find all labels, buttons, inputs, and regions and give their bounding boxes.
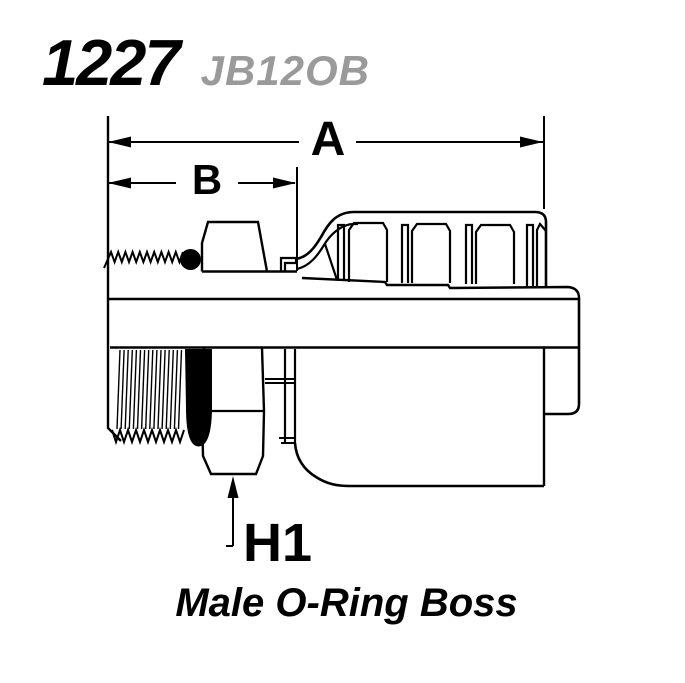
washer-strips <box>265 349 297 444</box>
thread-flank-line <box>173 349 179 430</box>
thread-flank-line <box>120 349 125 430</box>
thread-flank-line <box>165 349 170 430</box>
rib-collar-2 <box>400 223 410 283</box>
thread-flank-line <box>145 349 150 430</box>
thread-flank-line <box>116 349 121 430</box>
rib-face-2 <box>410 222 452 283</box>
nut-bottom-profile <box>200 347 266 476</box>
fitting-body-band <box>108 297 581 486</box>
thread-flank-line <box>153 349 158 430</box>
thread-flank-line <box>149 349 154 430</box>
part-number: 1227 <box>42 26 181 99</box>
arrowhead-right-icon <box>273 177 296 189</box>
o-ring-dot <box>180 249 201 270</box>
rib-face-1 <box>347 221 389 282</box>
thread-flank-line <box>140 349 146 430</box>
arrowhead-up-icon <box>227 476 239 498</box>
thread-flank-line <box>128 349 133 430</box>
arrowhead-right-icon <box>520 136 543 148</box>
crimp-ribs <box>336 221 547 286</box>
rib-collar-4 <box>525 223 535 286</box>
fitting-top-half <box>103 116 581 442</box>
thread-flank-line <box>136 349 142 430</box>
fitting-bottom-half <box>111 347 544 488</box>
body-right-edge <box>544 298 581 416</box>
rib-shoulder-line <box>301 276 581 299</box>
caption: Male O-Ring Boss <box>175 581 518 625</box>
arrowhead-left-icon <box>108 136 131 148</box>
shell-valley-wall <box>323 243 339 281</box>
thread-flank-line <box>169 349 174 430</box>
rib-face-3 <box>474 223 516 284</box>
shell-bottom-profile <box>293 442 544 488</box>
o-ring-band <box>185 349 212 447</box>
thread-flank-line <box>157 349 162 430</box>
nut-top-profile <box>200 220 269 272</box>
rib-face-4 <box>535 222 547 286</box>
thread-flank-line <box>132 349 138 430</box>
dimension-b <box>108 167 298 271</box>
dim-b-label: B <box>191 156 223 203</box>
part-code: JB12OB <box>200 47 371 94</box>
dim-a-label: A <box>310 113 346 166</box>
shell-inner-profile <box>296 222 358 271</box>
thread-zigzag <box>103 249 184 269</box>
fitting-left-edge <box>106 116 122 442</box>
shell-outer-profile <box>295 210 548 287</box>
arrowhead-left-icon <box>108 177 131 189</box>
thread-flank-line <box>177 349 183 430</box>
dimension-a <box>108 116 545 209</box>
rib-collar-1 <box>336 223 346 281</box>
thread-hatch <box>116 349 183 430</box>
page-header: 1227 JB12OB <box>42 30 370 95</box>
rib-collar-3 <box>464 223 474 284</box>
thread-teeth-zigzag <box>111 426 185 446</box>
skive-step <box>279 256 298 271</box>
h1-label: H1 <box>243 513 313 573</box>
h1-leader <box>226 476 239 547</box>
thread-flank-line <box>124 349 129 430</box>
thread-flank-line <box>161 349 166 430</box>
